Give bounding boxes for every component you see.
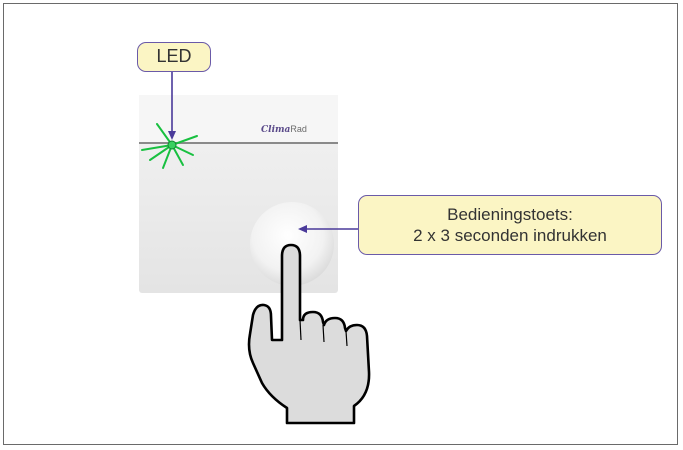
control-button-callout-line2: 2 x 3 seconden indrukken [413, 226, 607, 245]
control-button-callout-line1: Bedieningstoets: [447, 205, 573, 224]
pointing-hand-icon [247, 243, 371, 425]
led-indicator [167, 140, 177, 150]
brand-plain-text: Rad [290, 124, 307, 134]
control-button-callout: Bedieningstoets: 2 x 3 seconden indrukke… [358, 195, 662, 255]
brand-script-text: Clima [261, 125, 291, 135]
button-arrow-icon [298, 225, 358, 233]
device-brand-logo: ClimaRad [261, 124, 307, 135]
led-arrow-icon [168, 72, 176, 140]
led-callout: LED [137, 42, 211, 72]
led-callout-label: LED [156, 46, 192, 66]
